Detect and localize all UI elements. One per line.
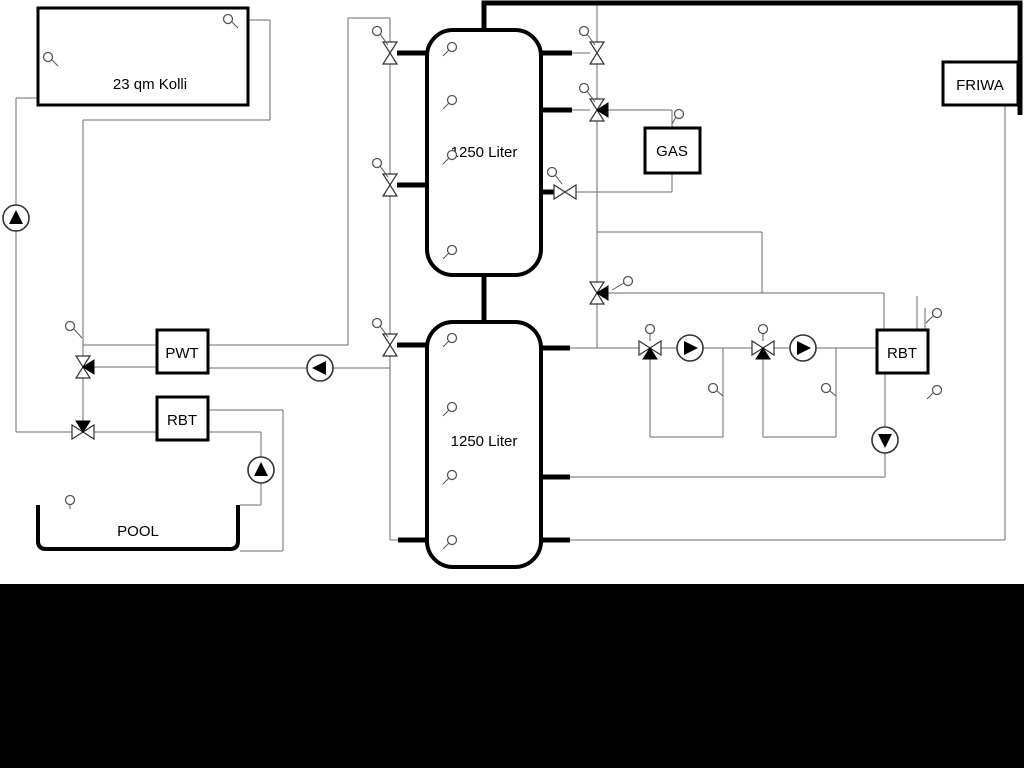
- temperature-sensor-icon: [42, 51, 59, 67]
- valve-actuator-icon: [371, 157, 389, 178]
- temperature-sensor-icon: [64, 494, 76, 509]
- temperature-sensor-icon: [222, 13, 239, 29]
- valve-icon-tank1-top-left: [381, 41, 399, 65]
- valve-actuator-icon: [578, 25, 596, 46]
- friwa-station-box: FRIWA: [941, 60, 1020, 107]
- pump-icon-collector: [2, 204, 30, 232]
- valve-actuator-icon: [644, 323, 656, 341]
- heater-element-icon: [916, 296, 926, 330]
- buffer-tank-top: 1250 Liter: [425, 28, 543, 277]
- temperature-sensor-icon: [442, 534, 458, 550]
- temperature-sensor-icon: [442, 469, 458, 485]
- sensor-icons: [42, 13, 943, 550]
- valve-icon-gas-return: [553, 183, 577, 201]
- pwt-label: PWT: [165, 345, 198, 362]
- valve-actuator-icon: [578, 82, 596, 103]
- pump-icon-circuit1: [676, 334, 704, 362]
- rbt-left-box: RBT: [155, 395, 210, 442]
- gas-boiler-label: GAS: [656, 143, 688, 160]
- friwa-label: FRIWA: [956, 77, 1004, 94]
- rbt-left-label: RBT: [167, 412, 197, 429]
- thin-pipe-network: [15, 3, 1006, 552]
- valve-actuator-icon: [371, 317, 389, 338]
- solar-collector-label: 23 qm Kolli: [113, 76, 187, 93]
- pump-icons: [2, 204, 899, 484]
- temperature-sensor-icon: [442, 41, 458, 57]
- valve-icon-tank1-mid-left: [381, 173, 399, 197]
- temperature-sensor-icon: [442, 401, 458, 417]
- three-way-valve-icon-gas-supply: [588, 98, 609, 122]
- valve-actuator-icon: [611, 275, 634, 291]
- valve-icon-tank2-top-left: [381, 333, 399, 357]
- bottom-black-mask: [0, 584, 1024, 768]
- pool-basin: POOL: [36, 505, 240, 551]
- valve-actuator-icon: [371, 25, 389, 46]
- pool-label: POOL: [117, 523, 159, 540]
- pump-icon-rbt-right: [871, 426, 899, 454]
- pump-icon-tank-charge: [306, 354, 334, 382]
- pump-icon-pool: [247, 456, 275, 484]
- buffer-tank-top-label: 1250 Liter: [451, 144, 518, 161]
- valve-icon-tank1-top-right: [588, 41, 606, 65]
- temperature-sensor-icon: [926, 384, 943, 400]
- temperature-sensor-icon: [442, 244, 458, 260]
- rbt-right-box: RBT: [875, 328, 930, 375]
- rbt-right-label: RBT: [887, 345, 917, 362]
- valve-actuator-icon: [757, 323, 769, 341]
- buffer-tank-bottom: 1250 Liter: [425, 320, 543, 569]
- temperature-sensor-icon: [925, 307, 943, 324]
- solar-collector-box: 23 qm Kolli: [36, 6, 250, 107]
- buffer-tank-bottom-label: 1250 Liter: [451, 433, 518, 450]
- pump-icon-circuit2: [789, 334, 817, 362]
- valve-icons: [71, 41, 775, 441]
- valve-actuator-icon: [546, 166, 563, 185]
- thick-pipe-network: [397, 0, 1023, 543]
- temperature-sensor-icon: [442, 332, 458, 348]
- three-way-valve-icon-circuit1: [638, 339, 662, 360]
- temperature-sensor-icon: [671, 108, 685, 125]
- temperature-sensor-icon: [707, 382, 724, 397]
- temperature-sensor-icon: [442, 149, 458, 165]
- three-way-valve-icon-pwt: [74, 355, 95, 379]
- three-way-valve-icon-header: [588, 281, 609, 305]
- temperature-sensor-icon: [442, 94, 458, 110]
- temperature-sensor-icon: [820, 382, 837, 397]
- three-way-valve-icon-rbt-left: [71, 420, 95, 441]
- three-way-valve-icon-circuit2: [751, 339, 775, 360]
- temperature-sensor-icon: [64, 320, 83, 339]
- gas-boiler-box: GAS: [643, 126, 702, 175]
- pwt-heat-exchanger-box: PWT: [155, 328, 210, 375]
